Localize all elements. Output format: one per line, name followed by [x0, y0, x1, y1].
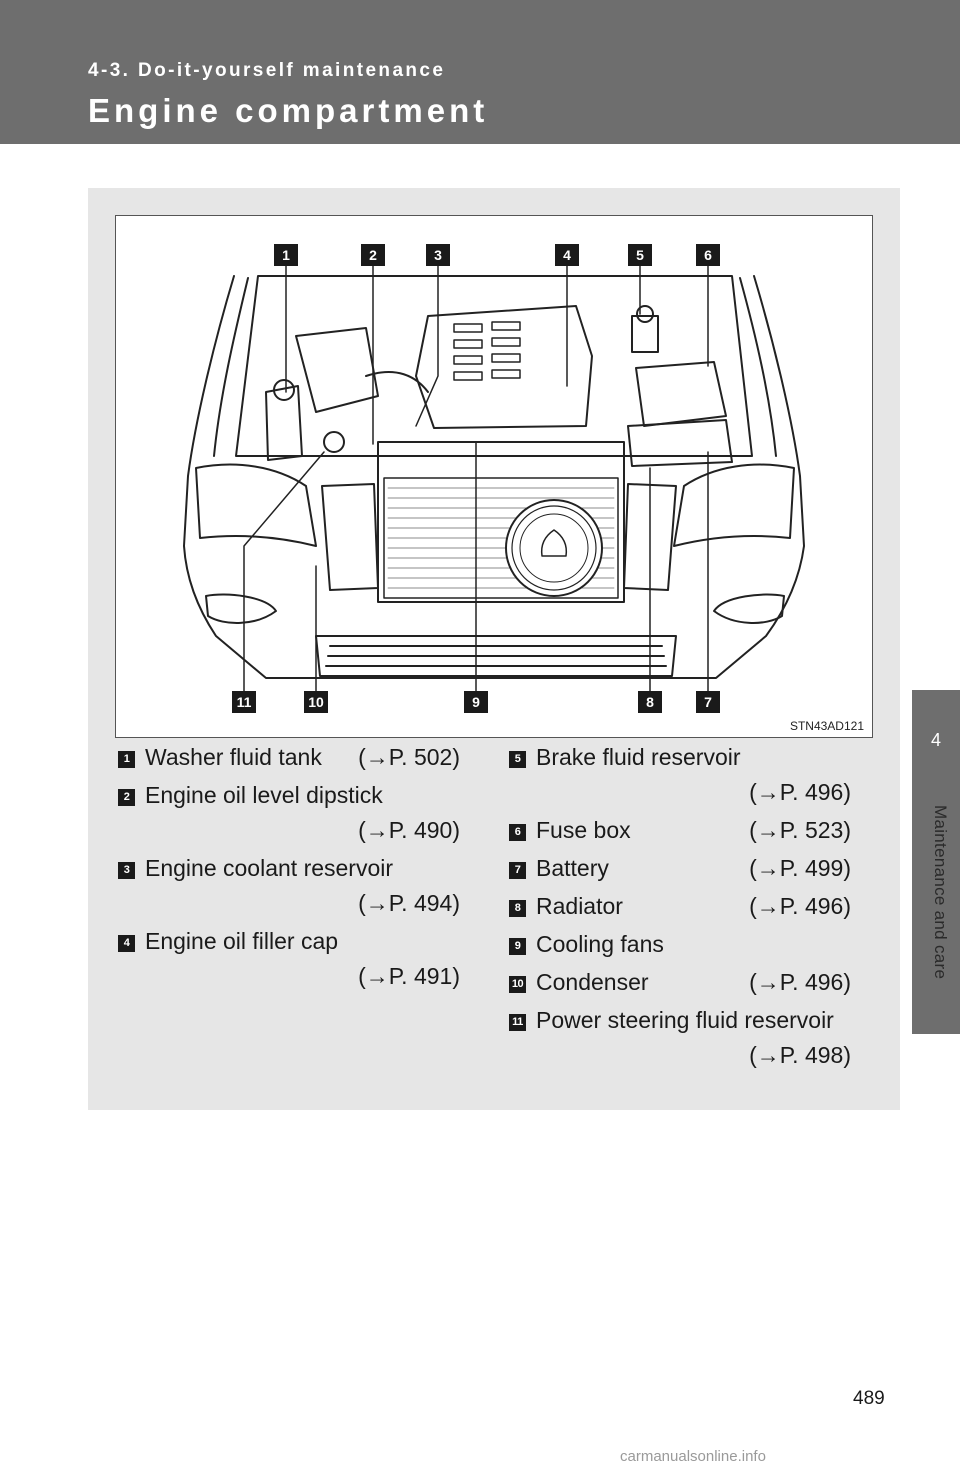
legend-label: Washer fluid tank	[145, 744, 322, 770]
legend-label: Battery	[536, 855, 609, 881]
page-number: 489	[853, 1388, 885, 1409]
legend-number: 3	[118, 862, 135, 879]
callout-6: 6	[696, 244, 720, 266]
legend-item: 10 Condenser (→P. 496)	[509, 969, 851, 1007]
page-reference: (→P. 498)	[749, 1042, 851, 1068]
legend-right: 5 Brake fluid reservoir (→P. 496) 6 Fuse…	[509, 744, 851, 1080]
legend-label: Engine coolant reservoir	[145, 855, 394, 881]
page-reference: (→P. 490)	[358, 817, 460, 843]
page-reference: (→P. 502)	[358, 744, 460, 770]
legend-number: 1	[118, 751, 135, 768]
legend-label: Cooling fans	[536, 931, 664, 957]
callout-8: 8	[638, 691, 662, 713]
callout-3: 3	[426, 244, 450, 266]
legend-item: 6 Fuse box (→P. 523)	[509, 817, 851, 855]
legend-number: 6	[509, 824, 526, 841]
engine-compartment-figure: 1 2 3 4 5 6 7 8 9 10 11 STN43AD121	[115, 215, 873, 738]
section-label: 4-3. Do-it-yourself maintenance	[88, 60, 446, 81]
legend-item: 5 Brake fluid reservoir (→P. 496)	[509, 744, 851, 817]
callout-2: 2	[361, 244, 385, 266]
legend-label: Engine oil level dipstick	[145, 782, 383, 808]
page-reference: (→P. 499)	[749, 855, 851, 881]
legend-item: 9 Cooling fans	[509, 931, 851, 969]
watermark: carmanualsonline.info	[620, 1448, 766, 1465]
engine-illustration	[183, 263, 805, 694]
legend-label: Fuse box	[536, 817, 631, 843]
callout-7: 7	[696, 691, 720, 713]
legend-number: 7	[509, 862, 526, 879]
legend-label: Brake fluid reservoir	[536, 744, 741, 770]
page-reference: (→P. 496)	[749, 969, 851, 995]
legend-item: 1 Washer fluid tank (→P. 502)	[118, 744, 460, 782]
chapter-header: 4-3. Do-it-yourself maintenance Engine c…	[0, 0, 960, 144]
legend-number: 8	[509, 900, 526, 917]
legend-item: 11 Power steering fluid reservoir (→P. 4…	[509, 1007, 851, 1080]
legend-number: 9	[509, 938, 526, 955]
legend-label: Engine oil filler cap	[145, 928, 339, 954]
callout-1: 1	[274, 244, 298, 266]
page-reference: (→P. 496)	[749, 893, 851, 919]
callout-11: 11	[232, 691, 256, 713]
legend-number: 5	[509, 751, 526, 768]
legend-number: 11	[509, 1014, 526, 1031]
callout-10: 10	[304, 691, 328, 713]
legend-item: 3 Engine coolant reservoir (→P. 494)	[118, 855, 460, 928]
page-reference: (→P. 494)	[358, 890, 460, 916]
chapter-tab-label: Maintenance and care	[931, 805, 950, 980]
chapter-tab[interactable]: 4	[912, 690, 960, 1034]
legend-item: 2 Engine oil level dipstick (→P. 490)	[118, 782, 460, 855]
legend-number: 10	[509, 976, 526, 993]
callout-5: 5	[628, 244, 652, 266]
legend-label: Condenser	[536, 969, 649, 995]
page-reference: (→P. 496)	[749, 779, 851, 805]
callout-9: 9	[464, 691, 488, 713]
legend-number: 4	[118, 935, 135, 952]
legend-number: 2	[118, 789, 135, 806]
page-reference: (→P. 523)	[749, 817, 851, 843]
legend-label: Power steering fluid reservoir	[536, 1007, 834, 1033]
chapter-tab-number: 4	[930, 730, 941, 750]
figure-code: STN43AD121	[789, 719, 864, 733]
legend-item: 7 Battery (→P. 499)	[509, 855, 851, 893]
legend-label: Radiator	[536, 893, 623, 919]
legend-item: 8 Radiator (→P. 496)	[509, 893, 851, 931]
page-reference: (→P. 491)	[358, 963, 460, 989]
callout-4: 4	[555, 244, 579, 266]
page-title: Engine compartment	[88, 92, 489, 129]
legend-left: 1 Washer fluid tank (→P. 502) 2 Engine o…	[118, 744, 460, 1001]
legend-item: 4 Engine oil filler cap (→P. 491)	[118, 928, 460, 1001]
